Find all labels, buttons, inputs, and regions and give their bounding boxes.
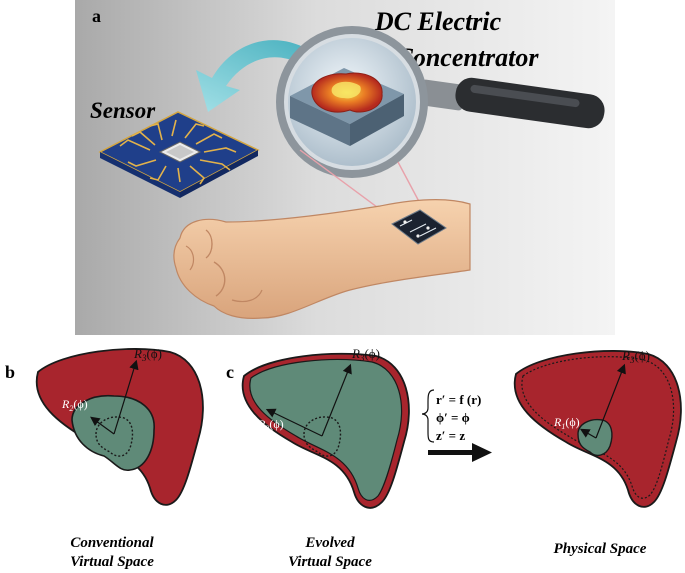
magnifier-icon xyxy=(276,26,605,178)
evolved-caption-line1: Evolved xyxy=(304,535,355,551)
panel-b: b R3(ϕ) R2(ϕ) Conventional Virtual Space xyxy=(5,346,204,570)
panel-a: a DC Electric Concentrator Sensor xyxy=(75,0,615,335)
panel-c: c R3(ϕ) R2(ϕ) Evolved Virtual Space r′ =… xyxy=(226,346,682,570)
conventional-r3-arrow xyxy=(113,359,139,435)
physical-r1-label: R1(ϕ) xyxy=(553,415,580,431)
hand-icon xyxy=(173,199,471,319)
panel-c-label: c xyxy=(226,362,234,382)
evolved-r3-arrow xyxy=(321,363,352,437)
concentrator-title-line1: DC Electric xyxy=(374,7,502,36)
equation-r: r′ = f (r) xyxy=(436,392,481,407)
sensor-chip-icon xyxy=(98,111,260,198)
equation-phi: ϕ′ = ϕ xyxy=(436,410,470,425)
conventional-caption-line2: Virtual Space xyxy=(70,554,154,570)
evolved-caption-line2: Virtual Space xyxy=(288,554,372,570)
evolved-r3-label: R3(ϕ) xyxy=(351,346,380,363)
evolved-dotted-region xyxy=(303,416,342,457)
sensor-label: Sensor xyxy=(90,98,156,123)
evolved-r2-arrow xyxy=(265,408,323,437)
physical-r3-arrow xyxy=(595,363,626,439)
evolved-inner-core xyxy=(249,358,403,501)
evolved-r2-label: R2(ϕ) xyxy=(257,417,284,433)
equation-brace xyxy=(421,389,435,443)
physical-caption: Physical Space xyxy=(554,541,647,557)
conventional-caption-line1: Conventional xyxy=(70,535,154,551)
conventional-r3-label: R3(ϕ) xyxy=(133,346,162,363)
physical-r1-arrow xyxy=(579,428,597,439)
skin-sensor-icon xyxy=(391,209,447,245)
conventional-r2-label: R2(ϕ) xyxy=(61,397,88,413)
panel-b-label: b xyxy=(5,362,15,382)
equation-z: z′ = z xyxy=(436,428,465,443)
physical-r3-label: R3(ϕ) xyxy=(621,348,650,365)
panel-a-label: a xyxy=(92,6,101,26)
conventional-r2-arrow xyxy=(90,416,115,435)
mapping-arrow-icon xyxy=(428,443,492,462)
transformation-equations: r′ = f (r) ϕ′ = ϕ z′ = z xyxy=(421,389,481,443)
physical-dotted-boundary xyxy=(521,356,675,499)
conventional-dotted-region xyxy=(95,416,134,457)
